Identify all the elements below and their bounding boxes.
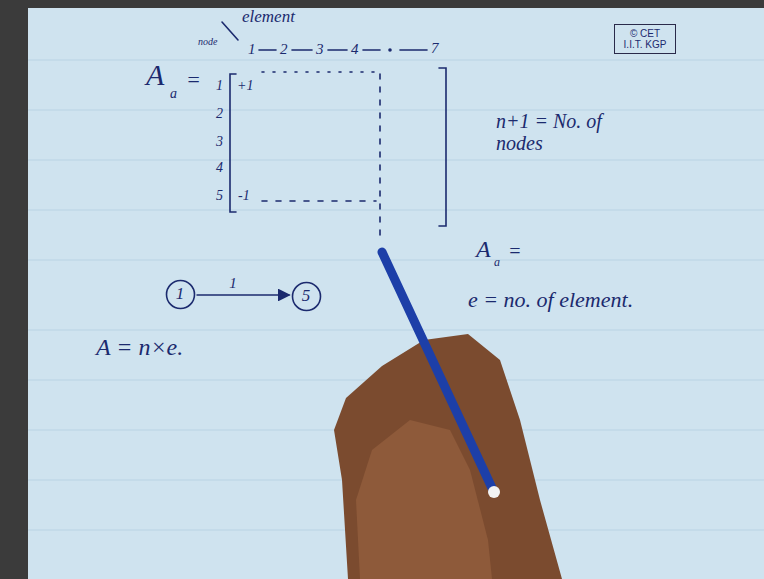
handwritten-note: A [146,58,164,91]
header-diagonal [222,22,238,40]
node-circle: 5 [291,281,322,312]
matrix-bracket [230,74,236,212]
handwritten-note: 5 [216,188,223,203]
element-arrow [197,294,290,296]
header-dash [400,49,427,51]
header-dash [328,49,347,51]
matrix-bracket [439,68,446,226]
handwritten-note: = [508,240,522,262]
handwritten-note: 4 [216,160,223,175]
copyright-box: © CET I.I.T. KGP [614,24,676,54]
node-text: © CET I.I.T. KGP [621,28,669,50]
handwritten-note: 2 [216,106,223,121]
paper [28,8,764,579]
handwritten-note: a [494,256,500,269]
handwritten-note: -1 [238,188,250,203]
handwritten-note: A [476,236,491,262]
edge-label: 1 [227,275,239,292]
dashed-row [262,200,376,202]
handwritten-note: 2 [280,41,288,58]
header-dash [363,49,380,51]
handwritten-note: e = no. of element. [468,288,633,312]
dotted-row [262,71,378,73]
handwritten-note: 3 [216,134,223,149]
node-text: 1 [176,285,185,304]
node-circle: 1 [165,279,196,310]
header-dash [292,49,312,51]
hand [334,334,562,579]
handwritten-note: n+1 = No. of nodes [496,110,646,154]
header-dash [259,49,276,51]
handwritten-note: node [198,36,217,47]
handwritten-note: 1 [248,41,256,58]
handwritten-note: 4 [351,41,359,58]
header-dot [389,49,391,51]
handwritten-note: = [186,68,201,92]
handwritten-note: A = n×e. [96,334,183,360]
node-text: 5 [302,287,311,306]
handwritten-note: 7 [431,40,439,57]
handwritten-note: a [170,86,177,101]
handwritten-note: element [242,8,295,27]
handwritten-note: 3 [316,41,324,58]
handwritten-note: 1 [216,78,223,93]
handwritten-note: +1 [237,78,253,93]
dashed-column [379,74,381,242]
pen-cap [488,486,500,498]
